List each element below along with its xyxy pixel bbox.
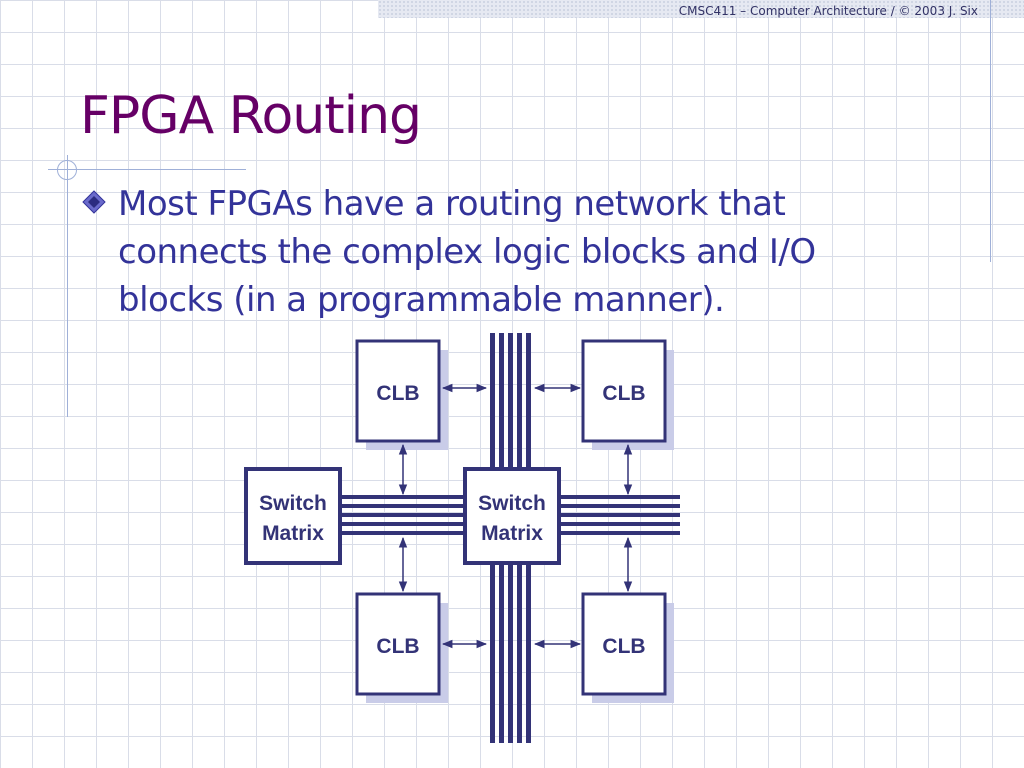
- switch-matrix-center: Switch Matrix: [463, 467, 561, 565]
- deco-right-line: [990, 0, 991, 262]
- header-text: CMSC411 – Computer Architecture / © 2003…: [678, 4, 978, 18]
- clb-label: CLB: [376, 382, 419, 405]
- bullet-text: Most FPGAs have a routing network that c…: [118, 184, 816, 320]
- clb-block-top-left: CLB: [355, 339, 448, 450]
- slide-title: FPGA Routing: [80, 86, 422, 146]
- clb-label: CLB: [602, 382, 645, 405]
- switch-matrix-left: Switch Matrix: [244, 467, 342, 565]
- switch-matrix-label-line2: Matrix: [262, 522, 324, 545]
- clb-block-bottom-right: CLB: [581, 592, 674, 703]
- clb-label: CLB: [602, 635, 645, 658]
- clb-block-top-right: CLB: [581, 339, 674, 450]
- connection-arrows: [398, 383, 633, 649]
- header-band: [378, 0, 1024, 18]
- clb-block-bottom-left: CLB: [355, 592, 448, 703]
- switch-matrix-label-line1: Switch: [259, 492, 327, 515]
- switch-matrix-label-line1: Switch: [478, 492, 546, 515]
- deco-horizontal-line: [48, 169, 246, 170]
- deco-vertical-line: [67, 155, 68, 417]
- deco-circle: [57, 160, 77, 180]
- clb-label: CLB: [376, 635, 419, 658]
- switch-matrix-label-line2: Matrix: [481, 522, 543, 545]
- diamond-bullet-icon: [82, 190, 106, 214]
